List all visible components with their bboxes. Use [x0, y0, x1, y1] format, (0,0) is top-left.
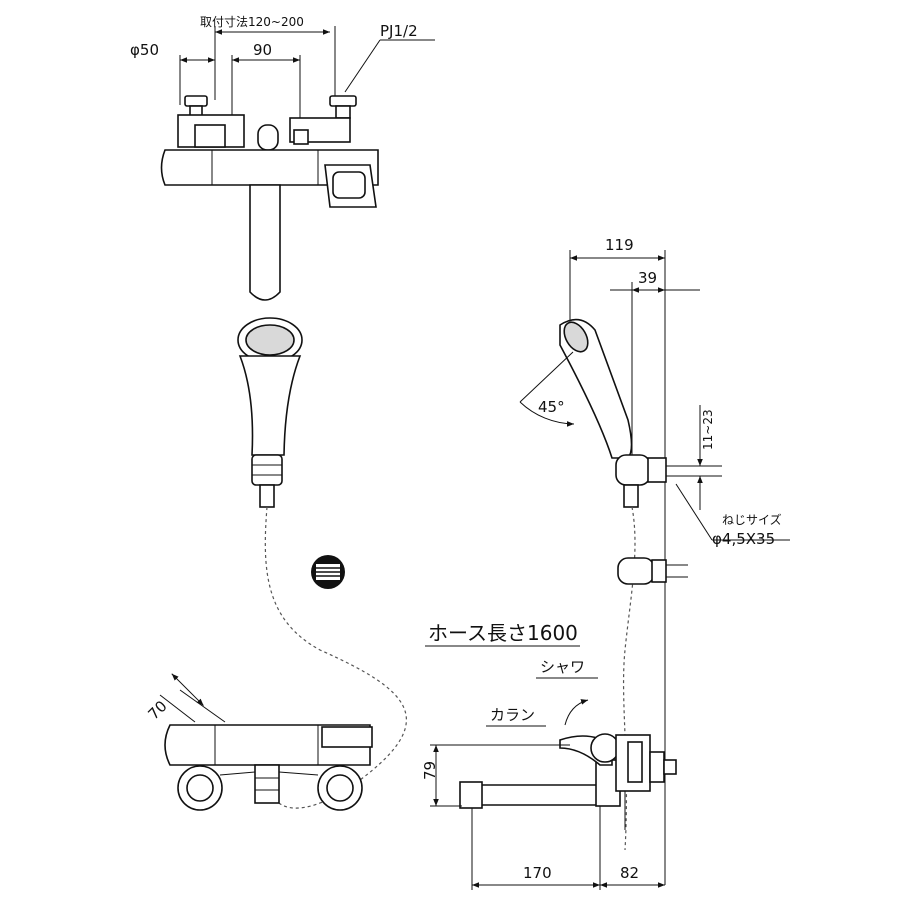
karan-label: カラン [490, 706, 535, 724]
dim-70-label: 70 [144, 697, 170, 723]
dim-90-label: 90 [253, 41, 272, 59]
dim-79-label: 79 [421, 761, 439, 780]
dim-119-label: 119 [605, 236, 634, 254]
shower-head-front [237, 317, 407, 809]
hose-length-label: ホース長さ1600 [428, 621, 578, 645]
phi50-label: φ50 [130, 41, 159, 59]
faucet-top-view: 取付寸法120~200 φ50 90 PJ1/2 [130, 15, 435, 301]
faucet-side-view: 79 170 82 [421, 733, 677, 890]
dim-82-label: 82 [620, 864, 639, 882]
pj-thread-label: PJ1/2 [380, 22, 418, 40]
shower-side-view: 119 39 45° 11~23 ねじサイズ φ4,5X35 [519, 236, 790, 885]
dim-39-label: 39 [638, 269, 657, 287]
dim-11-23-label: 11~23 [701, 409, 715, 450]
aerator-part [311, 555, 345, 589]
mount-dimension-label: 取付寸法120~200 [200, 15, 304, 29]
screw-label: ねじサイズ [722, 512, 782, 527]
screw-size-label: φ4,5X35 [712, 530, 775, 548]
annotations: ホース長さ1600 シャワ カラン [425, 621, 598, 727]
dim-170-label: 170 [523, 864, 552, 882]
angle-45-label: 45° [538, 398, 565, 416]
faucet-front-view: 70 [144, 673, 373, 811]
shower-label: シャワ [540, 658, 585, 676]
